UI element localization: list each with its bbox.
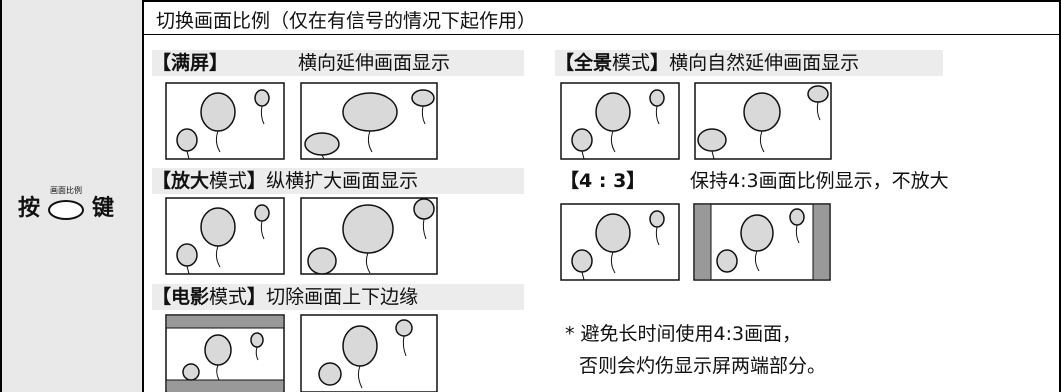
table-right-border bbox=[1059, 0, 1061, 392]
title-divider bbox=[144, 34, 1061, 35]
mode-cinema: 【电影模式】切除画面上下边缘 bbox=[152, 284, 524, 310]
press-suffix: 键 bbox=[92, 196, 115, 221]
aspect-button-icon: 画面比例 bbox=[42, 186, 90, 226]
mode-full-desc: 横向延伸画面显示 bbox=[298, 52, 451, 74]
balloon-illustration-4x3 bbox=[165, 197, 285, 275]
mode-panorama-name: 全景 bbox=[574, 52, 613, 74]
oval-button-icon bbox=[48, 200, 85, 220]
balloon-illustration-zoom bbox=[300, 197, 438, 275]
mode-zoom: 【放大模式】纵横扩大画面显示 bbox=[152, 168, 524, 194]
mode-full-name: 满屏 bbox=[171, 52, 210, 74]
note-line-2: 否则会灼伤显示屏两端部分。 bbox=[579, 355, 827, 377]
press-key-instruction: 按 画面比例 键 bbox=[18, 186, 114, 226]
balloon-illustration-pillarbox bbox=[693, 203, 831, 281]
balloon-illustration-4x3 bbox=[165, 82, 285, 160]
mode-cinema-name: 电影 bbox=[171, 286, 210, 308]
balloon-illustration-4x3 bbox=[560, 82, 680, 160]
mode-panorama-desc: 横向自然延伸画面显示 bbox=[669, 52, 860, 74]
mode-4x3-name: 4 : 3 bbox=[579, 170, 627, 192]
section-title: 切换画面比例（仅在有信号的情况下起作用） bbox=[156, 10, 537, 32]
balloon-illustration-full bbox=[300, 82, 438, 160]
mode-4x3: 【4 : 3】 保持4:3画面比例显示，不放大 bbox=[560, 170, 949, 192]
mode-cinema-desc: 切除画面上下边缘 bbox=[266, 286, 419, 308]
press-prefix: 按 bbox=[18, 196, 41, 221]
mode-zoom-name: 放大 bbox=[171, 170, 210, 192]
balloon-illustration-cinema bbox=[300, 314, 438, 392]
balloon-illustration-4x3 bbox=[560, 203, 680, 281]
note-line-1: * 避免长时间使用4:3画面， bbox=[565, 323, 802, 345]
key-label-cell bbox=[0, 0, 144, 392]
mode-full: 【满屏】 横向延伸画面显示 bbox=[152, 50, 524, 76]
burn-in-note: * 避免长时间使用4:3画面， 否则会灼伤显示屏两端部分。 bbox=[565, 318, 826, 382]
mode-zoom-desc: 纵横扩大画面显示 bbox=[266, 170, 419, 192]
mode-4x3-desc: 保持4:3画面比例显示，不放大 bbox=[690, 170, 949, 192]
balloon-illustration-letterbox bbox=[165, 314, 285, 392]
balloon-illustration-panorama bbox=[694, 82, 832, 160]
mode-panorama: 【全景模式】横向自然延伸画面显示 bbox=[555, 50, 943, 76]
table-top-border bbox=[0, 0, 1061, 2]
aspect-button-caption: 画面比例 bbox=[50, 186, 83, 195]
